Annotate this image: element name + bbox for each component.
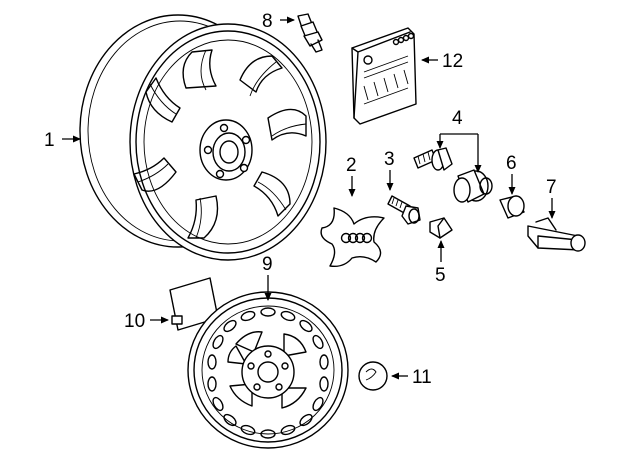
center-cap — [320, 207, 385, 268]
tire-pressure-valve — [297, 13, 323, 53]
callout-1: 1 — [44, 130, 55, 151]
callout-12: 12 — [442, 51, 463, 72]
callout-9: 9 — [262, 254, 273, 275]
callout-8: 8 — [262, 11, 273, 32]
lock-cap — [499, 195, 525, 219]
leader-lines — [62, 16, 556, 380]
bolt-kit-package — [351, 27, 417, 125]
callout-labels: 1 2 3 4 5 6 7 8 9 10 11 12 — [44, 11, 557, 388]
callout-10: 10 — [124, 311, 145, 332]
cap-removal-tool — [527, 217, 586, 252]
alloy-wheel — [79, 14, 327, 261]
callout-3: 3 — [384, 149, 395, 170]
callout-4: 4 — [452, 108, 463, 129]
steel-spare-wheel — [187, 291, 349, 449]
callout-2: 2 — [346, 155, 357, 176]
lock-bolt-set — [413, 147, 493, 203]
callout-5: 5 — [435, 265, 446, 286]
round-label — [358, 361, 388, 391]
wheel-bolt — [387, 195, 421, 225]
callout-7: 7 — [546, 177, 557, 198]
callout-6: 6 — [506, 153, 517, 174]
bolt-cap — [429, 217, 453, 239]
wheel-vent-holes — [207, 307, 329, 439]
callout-11: 11 — [412, 367, 432, 388]
wheel-spokes — [133, 49, 307, 239]
